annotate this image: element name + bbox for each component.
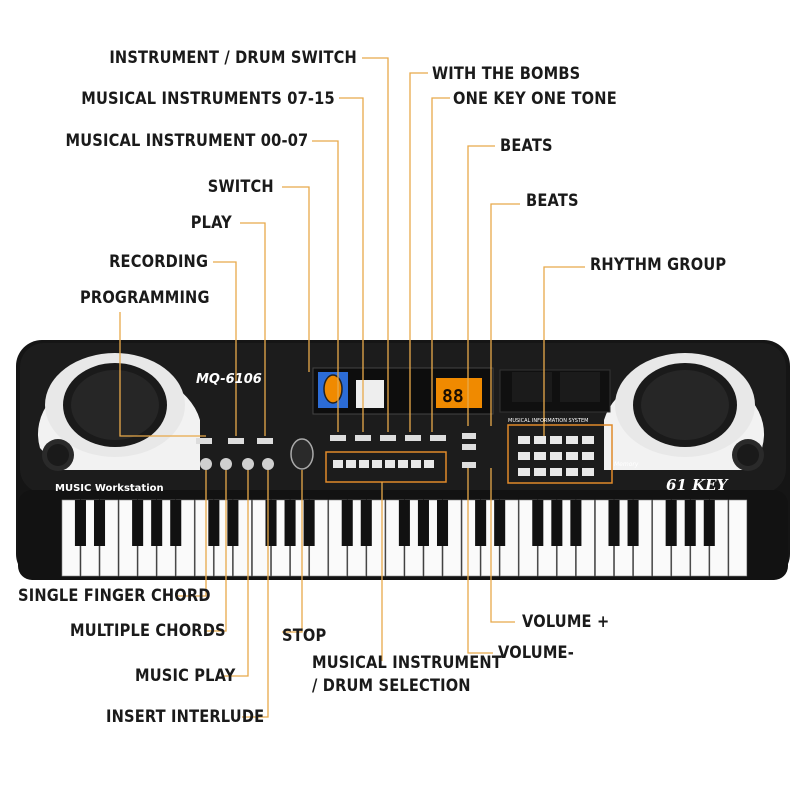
black-key [665,500,677,546]
black-key [398,500,410,546]
instrument-buttons [333,460,434,468]
label-single-finger-chord: SINGLE FINGER CHORD [18,586,211,606]
black-key [551,500,563,546]
black-key [627,500,639,546]
label-multiple-chords: MULTIPLE CHORDS [70,621,226,641]
black-key [475,500,487,546]
black-key [303,500,315,546]
label-insert-interlude: INSERT INTERLUDE [106,707,265,727]
label-rhythm-group: RHYTHM GROUP [590,255,727,275]
black-key [341,500,353,546]
black-key [532,500,544,546]
label-beats-2: BEATS [526,191,579,211]
display-digits: 88 [442,386,464,407]
white-key [728,499,748,577]
leader-lines [119,57,585,718]
black-key [151,500,163,546]
label-beats-1: BEATS [500,136,553,156]
label-musical-instrument-drum-selection-line1: MUSICAL INSTRUMENT [312,653,502,673]
black-key [570,500,582,546]
control-buttons [196,424,613,484]
black-key [703,500,715,546]
label-musical-instrument-drum-selection-line2: / DRUM SELECTION [312,676,471,696]
black-key [436,500,449,546]
black-key [74,500,86,546]
left-speaker [37,353,200,471]
black-key [417,500,429,546]
label-volume-plus: VOLUME + [522,612,610,632]
black-key [494,500,506,546]
piano-keys [61,499,748,577]
right-speaker [604,353,765,471]
black-key [684,500,696,546]
label-play: PLAY [190,213,232,233]
black-key [227,500,239,546]
black-key [284,500,296,546]
black-key [170,500,182,546]
label-programming: PROGRAMMING [80,288,210,308]
series-name: MUSIC Workstation [55,483,164,494]
black-key [93,500,106,546]
label-recording: RECORDING [108,252,208,272]
black-key [360,500,372,546]
info-system: MUSICAL INFORMATION SYSTEM [508,418,588,424]
black-key [208,500,220,546]
black-key [608,500,620,546]
model-name: MQ-6106 [196,372,262,387]
label-musical-instrument-00-07: MUSICAL INSTRUMENT 00-07 [65,131,308,151]
label-with-the-bombs: WITH THE BOMBS [432,64,581,84]
label-stop: STOP [282,626,327,646]
key-count: 61 KEY [666,476,729,494]
label-switch: SWITCH [207,177,274,197]
black-key [132,500,144,546]
label-instrument-drum-switch: INSTRUMENT / DRUM SWITCH [109,48,357,68]
brand-mark: Memory [614,461,639,468]
label-music-play: MUSIC PLAY [135,666,236,686]
label-volume-minus: VOLUME- [498,643,574,663]
rhythm-buttons [518,436,594,476]
display-panel [312,367,611,415]
label-one-key-one-tone: ONE KEY ONE TONE [453,89,617,109]
label-musical-instruments-07-15: MUSICAL INSTRUMENTS 07-15 [81,89,335,109]
black-key [265,500,277,546]
